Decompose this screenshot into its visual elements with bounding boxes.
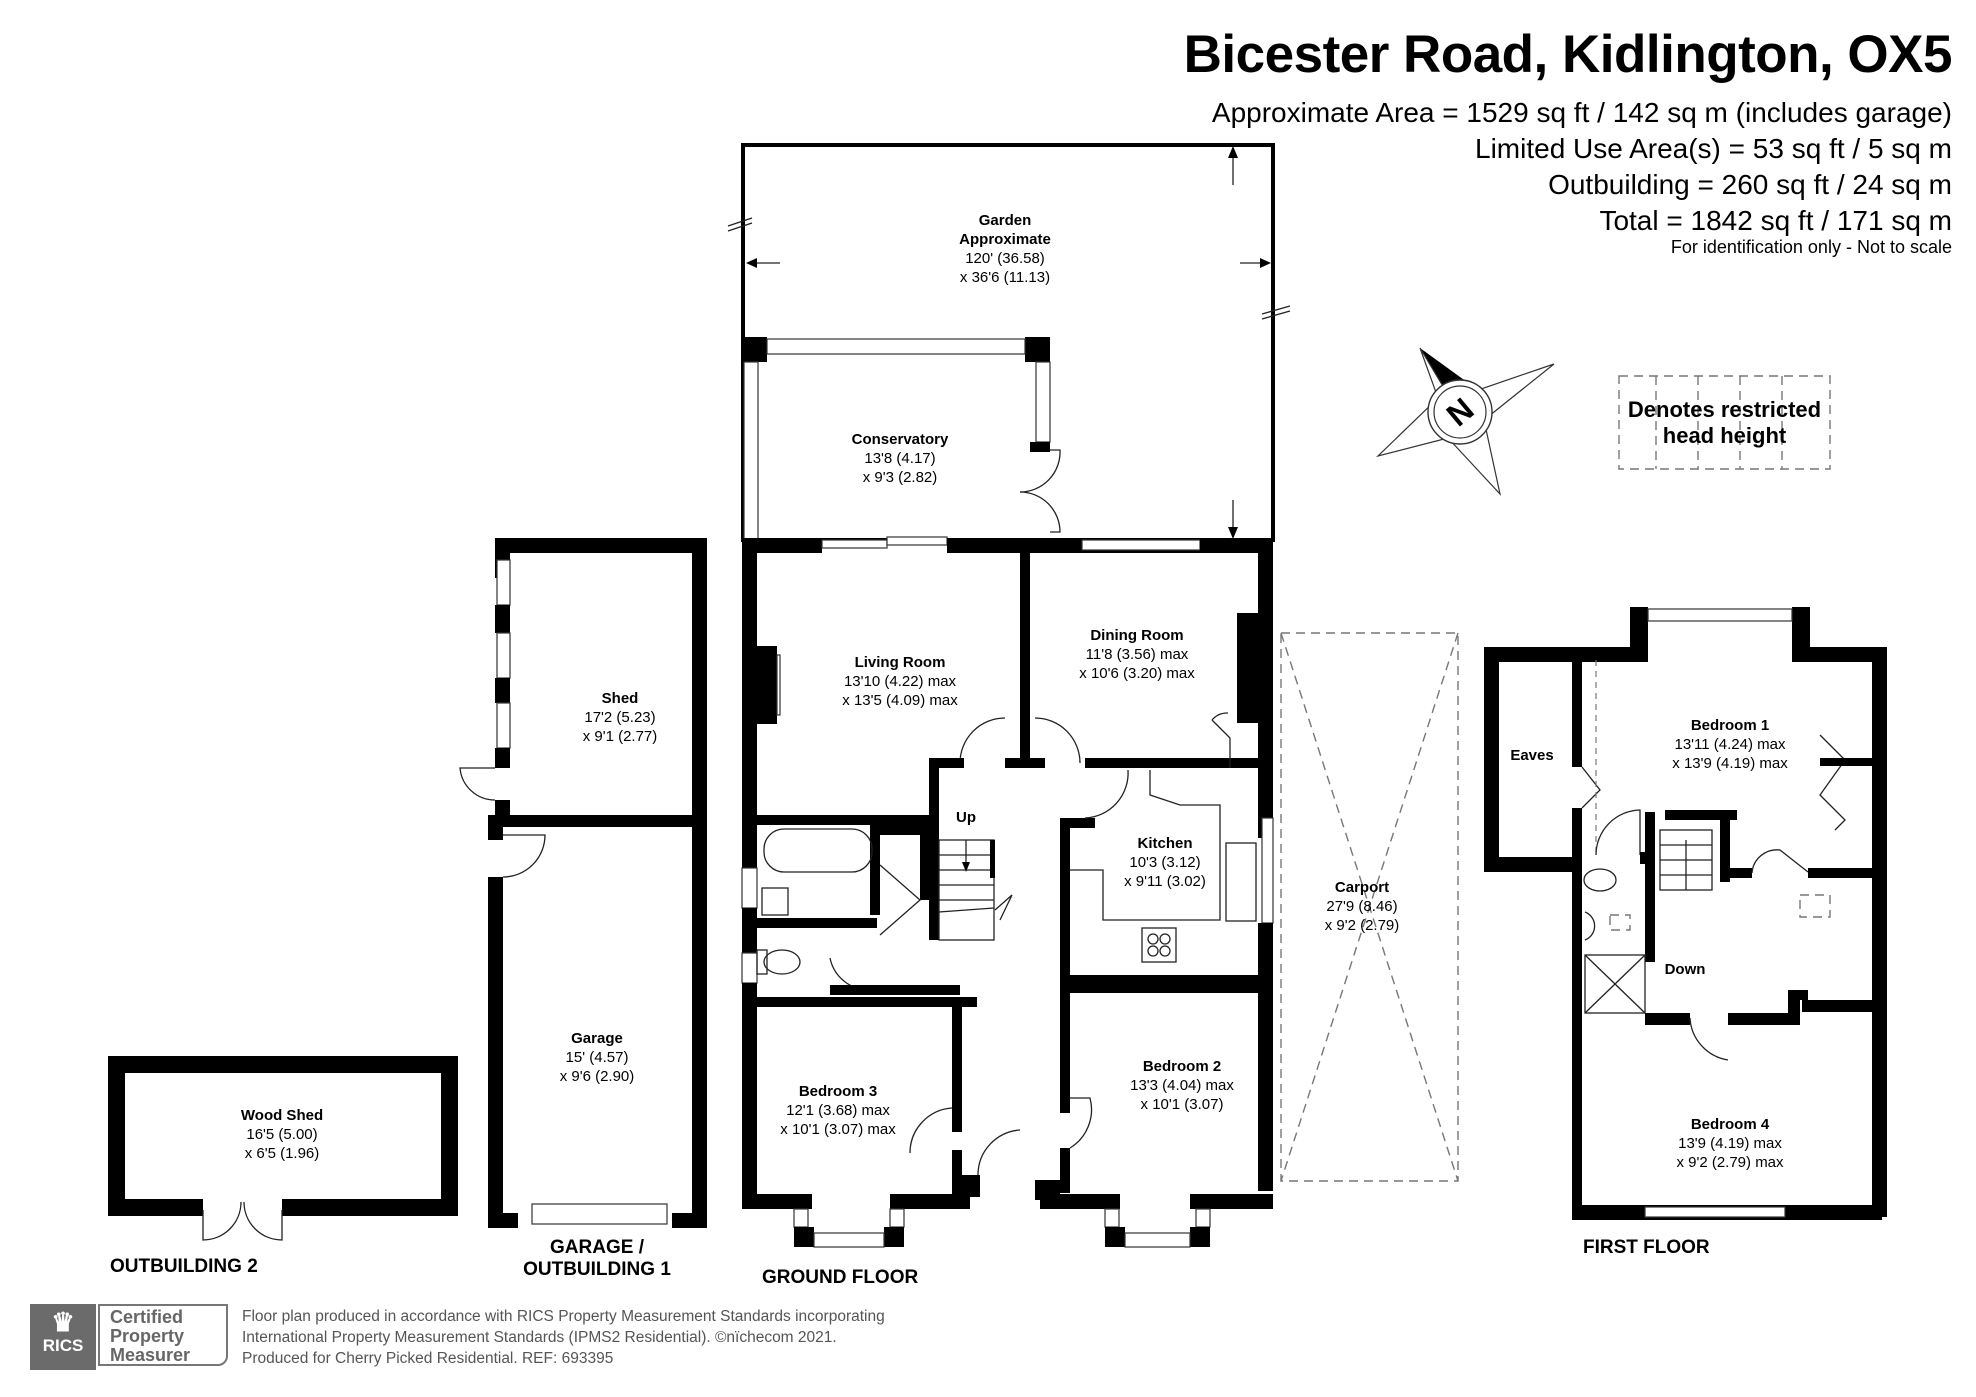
- wood-shed-dim-2: x 6'5 (1.96): [245, 1145, 320, 1162]
- property-title: Bicester Road, Kidlington, OX5: [1183, 25, 1953, 84]
- first-floor-label: FIRST FLOOR: [1583, 1237, 1710, 1258]
- limited-use-area: Limited Use Area(s) = 53 sq ft / 5 sq m: [1475, 133, 1952, 164]
- dining-room-dim-1: 11'8 (3.56) max: [1086, 646, 1189, 663]
- outbuilding-2-label: OUTBUILDING 2: [110, 1256, 258, 1277]
- garden-label: Garden: [979, 212, 1032, 229]
- carport-area: [1280, 632, 1459, 1182]
- rics-lion-icon: ♛: [51, 1307, 75, 1337]
- bedroom-2-dim-1: 13'3 (4.04) max: [1130, 1077, 1234, 1094]
- garage-dim-1: 15' (4.57): [566, 1049, 629, 1066]
- wood-shed-label: Wood Shed: [241, 1107, 323, 1124]
- bedroom-2-dim-2: x 10'1 (3.07): [1141, 1096, 1224, 1113]
- garage-outbuilding-walls: [459, 538, 707, 1228]
- stairs-up-label: Up: [956, 809, 976, 826]
- restricted-height-legend: Denotes restricted head height: [1618, 375, 1831, 470]
- kitchen-dim-1: 10'3 (3.12): [1129, 854, 1200, 871]
- garage-outbuilding-label-2: OUTBUILDING 1: [523, 1259, 671, 1280]
- bedroom-4-dim-1: 13'9 (4.19) max: [1678, 1135, 1782, 1152]
- garden-dim-1: 120' (36.58): [965, 250, 1045, 267]
- eaves-label: Eaves: [1510, 747, 1553, 764]
- living-room-dim-2: x 13'5 (4.09) max: [842, 692, 958, 709]
- footer-disclaimer: Floor plan produced in accordance with R…: [242, 1308, 885, 1367]
- shed-label: Shed: [602, 690, 639, 707]
- compass-icon: N: [1375, 347, 1555, 497]
- approximate-area: Approximate Area = 1529 sq ft / 142 sq m…: [1211, 97, 1952, 128]
- bedroom-3-dim-1: 12'1 (3.68) max: [786, 1102, 890, 1119]
- kitchen-label: Kitchen: [1137, 835, 1192, 852]
- carport-label: Carport: [1335, 879, 1389, 896]
- garden-dim-2: x 36'6 (11.13): [960, 269, 1050, 286]
- certified-measurer-badge: Certified Property Measurer: [98, 1304, 228, 1366]
- bedroom-4-label: Bedroom 4: [1691, 1116, 1770, 1133]
- total-area: Total = 1842 sq ft / 171 sq m: [1599, 205, 1952, 236]
- legend-label: Denotes restricted head height: [1627, 397, 1822, 448]
- bedroom-1-label: Bedroom 1: [1691, 717, 1769, 734]
- kitchen-dim-2: x 9'11 (3.02): [1124, 873, 1206, 890]
- dining-room-label: Dining Room: [1090, 627, 1183, 644]
- scale-note: For identification only - Not to scale: [1670, 237, 1952, 257]
- bedroom-3-label: Bedroom 3: [799, 1083, 877, 1100]
- carport-dim-2: x 9'2 (2.79): [1325, 917, 1400, 934]
- bedroom-1-dim-2: x 13'9 (4.19) max: [1672, 755, 1788, 772]
- bedroom-4-dim-2: x 9'2 (2.79) max: [1676, 1154, 1784, 1171]
- carport-dim-1: 27'9 (8.46): [1326, 898, 1397, 915]
- bedroom-3-dim-2: x 10'1 (3.07) max: [780, 1121, 896, 1138]
- staircase-up: [938, 839, 1013, 941]
- garage-label: Garage: [571, 1030, 623, 1047]
- bedroom-1-dim-1: 13'11 (4.24) max: [1675, 736, 1786, 753]
- first-floor-walls: [1484, 607, 1887, 1220]
- shed-dim-1: 17'2 (5.23): [584, 709, 655, 726]
- conservatory-label: Conservatory: [852, 431, 949, 448]
- conservatory-walls: [742, 337, 1061, 541]
- conservatory-dim-2: x 9'3 (2.82): [863, 469, 938, 486]
- ground-floor-walls: [741, 536, 1274, 1248]
- living-room-label: Living Room: [855, 654, 946, 671]
- wood-shed-dim-1: 16'5 (5.00): [246, 1126, 317, 1143]
- restricted-hatch-icon: [1618, 375, 1831, 470]
- conservatory-dim-1: 13'8 (4.17): [864, 450, 935, 467]
- garden-label-2: Approximate: [959, 231, 1051, 248]
- area-summary: Approximate Area = 1529 sq ft / 142 sq m…: [1212, 95, 1952, 239]
- outbuilding-area: Outbuilding = 260 sq ft / 24 sq m: [1548, 169, 1952, 200]
- garage-outbuilding-label-1: GARAGE /: [550, 1237, 645, 1258]
- shed-dim-2: x 9'1 (2.77): [583, 728, 658, 745]
- stairs-down-label: Down: [1665, 961, 1706, 978]
- bedroom-2-label: Bedroom 2: [1143, 1058, 1221, 1075]
- wood-shed-walls: [108, 1056, 458, 1241]
- living-room-dim-1: 13'10 (4.22) max: [844, 673, 957, 690]
- ground-floor-label: GROUND FLOOR: [762, 1267, 918, 1288]
- rics-badge: ♛ RICS: [30, 1304, 96, 1370]
- dining-room-dim-2: x 10'6 (3.20) max: [1079, 665, 1195, 682]
- garage-dim-2: x 9'6 (2.90): [560, 1068, 635, 1085]
